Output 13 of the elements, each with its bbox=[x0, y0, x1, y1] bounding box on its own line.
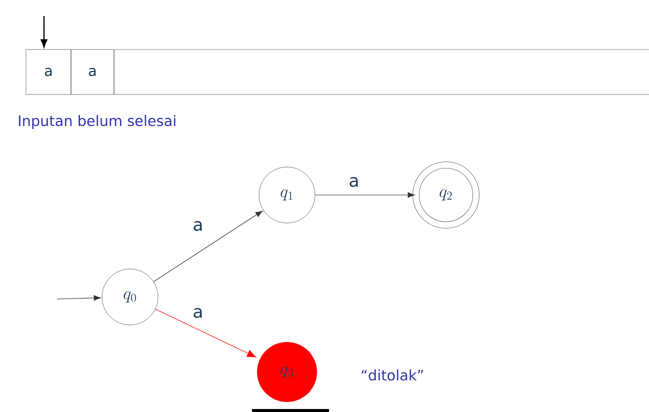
status-text: Inputan belum selesai bbox=[18, 115, 176, 129]
tape-cell: a bbox=[70, 49, 114, 95]
tape-cell: a bbox=[26, 49, 72, 95]
result-text: “ditolak” bbox=[362, 369, 423, 381]
edge-label: a bbox=[194, 308, 202, 318]
arrow bbox=[153, 210, 263, 282]
start-arrow bbox=[56, 295, 101, 301]
pointer-arrow bbox=[40, 16, 48, 48]
edge-label: a bbox=[194, 221, 202, 231]
edge-label: a bbox=[350, 177, 358, 187]
arrow bbox=[155, 308, 256, 358]
tape-box bbox=[114, 49, 649, 95]
arrow bbox=[314, 192, 415, 198]
